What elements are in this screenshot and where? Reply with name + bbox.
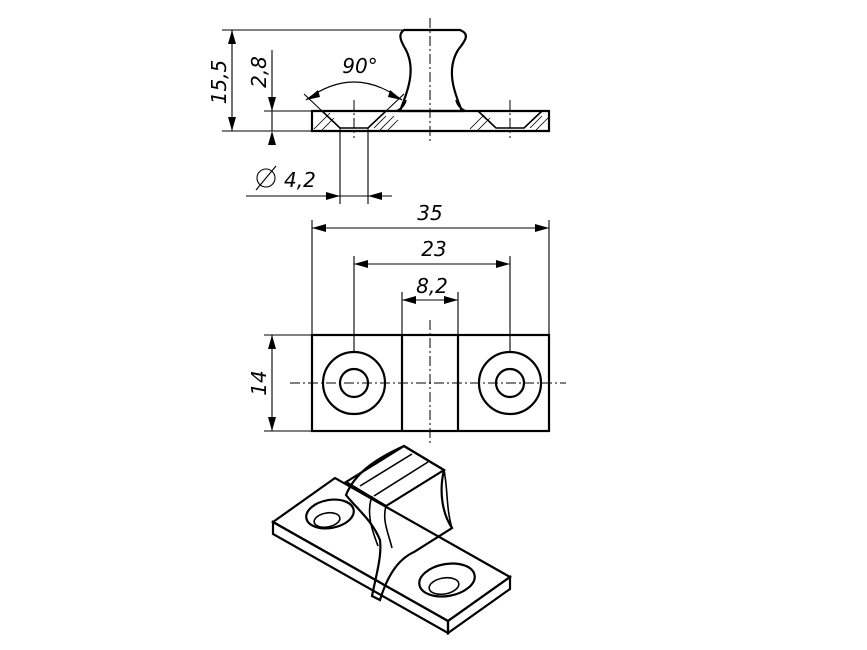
iso-right-hole-inner bbox=[428, 576, 460, 596]
iso-left-hole-outer bbox=[305, 498, 355, 530]
length-arrow-left bbox=[312, 224, 326, 232]
neck-arrow-right bbox=[444, 296, 458, 304]
width-arrow-bottom bbox=[268, 417, 276, 431]
top-view: 35 23 8,2 14 bbox=[247, 201, 566, 446]
thickness-arrow-bottom bbox=[268, 131, 276, 145]
right-hatching bbox=[469, 114, 549, 131]
angle-arc bbox=[305, 81, 403, 101]
iso-base-top bbox=[270, 476, 513, 623]
iso-left-hole-inner bbox=[313, 511, 341, 529]
isometric-view bbox=[270, 444, 513, 636]
iso-post-body bbox=[344, 444, 454, 602]
iso-post-top-edge-2 bbox=[373, 461, 429, 497]
length-arrow-right bbox=[535, 224, 549, 232]
iso-post-curve-1 bbox=[383, 505, 393, 549]
fillet-left bbox=[395, 99, 407, 112]
base-thickness-label: 2,8 bbox=[247, 56, 271, 88]
angle-arrow-right bbox=[388, 90, 402, 100]
spacing-arrow-left bbox=[354, 260, 368, 268]
hole-spacing-label: 23 bbox=[421, 237, 446, 261]
countersink-angle-label: 90° bbox=[342, 54, 377, 78]
iso-post-curve-3 bbox=[443, 469, 453, 529]
angle-extension-left bbox=[303, 93, 323, 112]
iso-post-curve-2 bbox=[368, 495, 379, 547]
post-profile bbox=[398, 28, 467, 113]
angle-arrow-left bbox=[306, 90, 320, 100]
overall-length-label: 35 bbox=[417, 201, 442, 225]
front-section-view: 15,5 2,8 90° 4,2 bbox=[207, 18, 551, 204]
spacing-arrow-right bbox=[496, 260, 510, 268]
fillet-right bbox=[455, 99, 467, 112]
neck-width-label: 8,2 bbox=[416, 274, 448, 298]
width-arrow-top bbox=[268, 335, 276, 349]
diameter-arrow-left bbox=[326, 192, 340, 200]
height-arrow-bottom bbox=[228, 117, 236, 131]
base-width-label: 14 bbox=[247, 370, 271, 395]
iso-post-top bbox=[343, 444, 447, 508]
diameter-arrow-right bbox=[368, 192, 382, 200]
angle-extension-right bbox=[385, 93, 405, 112]
iso-right-hole-outer bbox=[418, 562, 476, 598]
left-hatching bbox=[313, 112, 399, 131]
iso-post-top-edge-1 bbox=[359, 453, 413, 487]
height-arrow-top bbox=[228, 30, 236, 44]
thickness-arrow-top bbox=[268, 97, 276, 111]
hole-diameter-label: 4,2 bbox=[284, 168, 316, 192]
neck-arrow-left bbox=[402, 296, 416, 304]
diameter-symbol bbox=[255, 165, 277, 191]
base-plate-outline bbox=[310, 109, 551, 133]
overall-height-label: 15,5 bbox=[207, 60, 231, 105]
iso-base-side-face bbox=[446, 574, 512, 636]
